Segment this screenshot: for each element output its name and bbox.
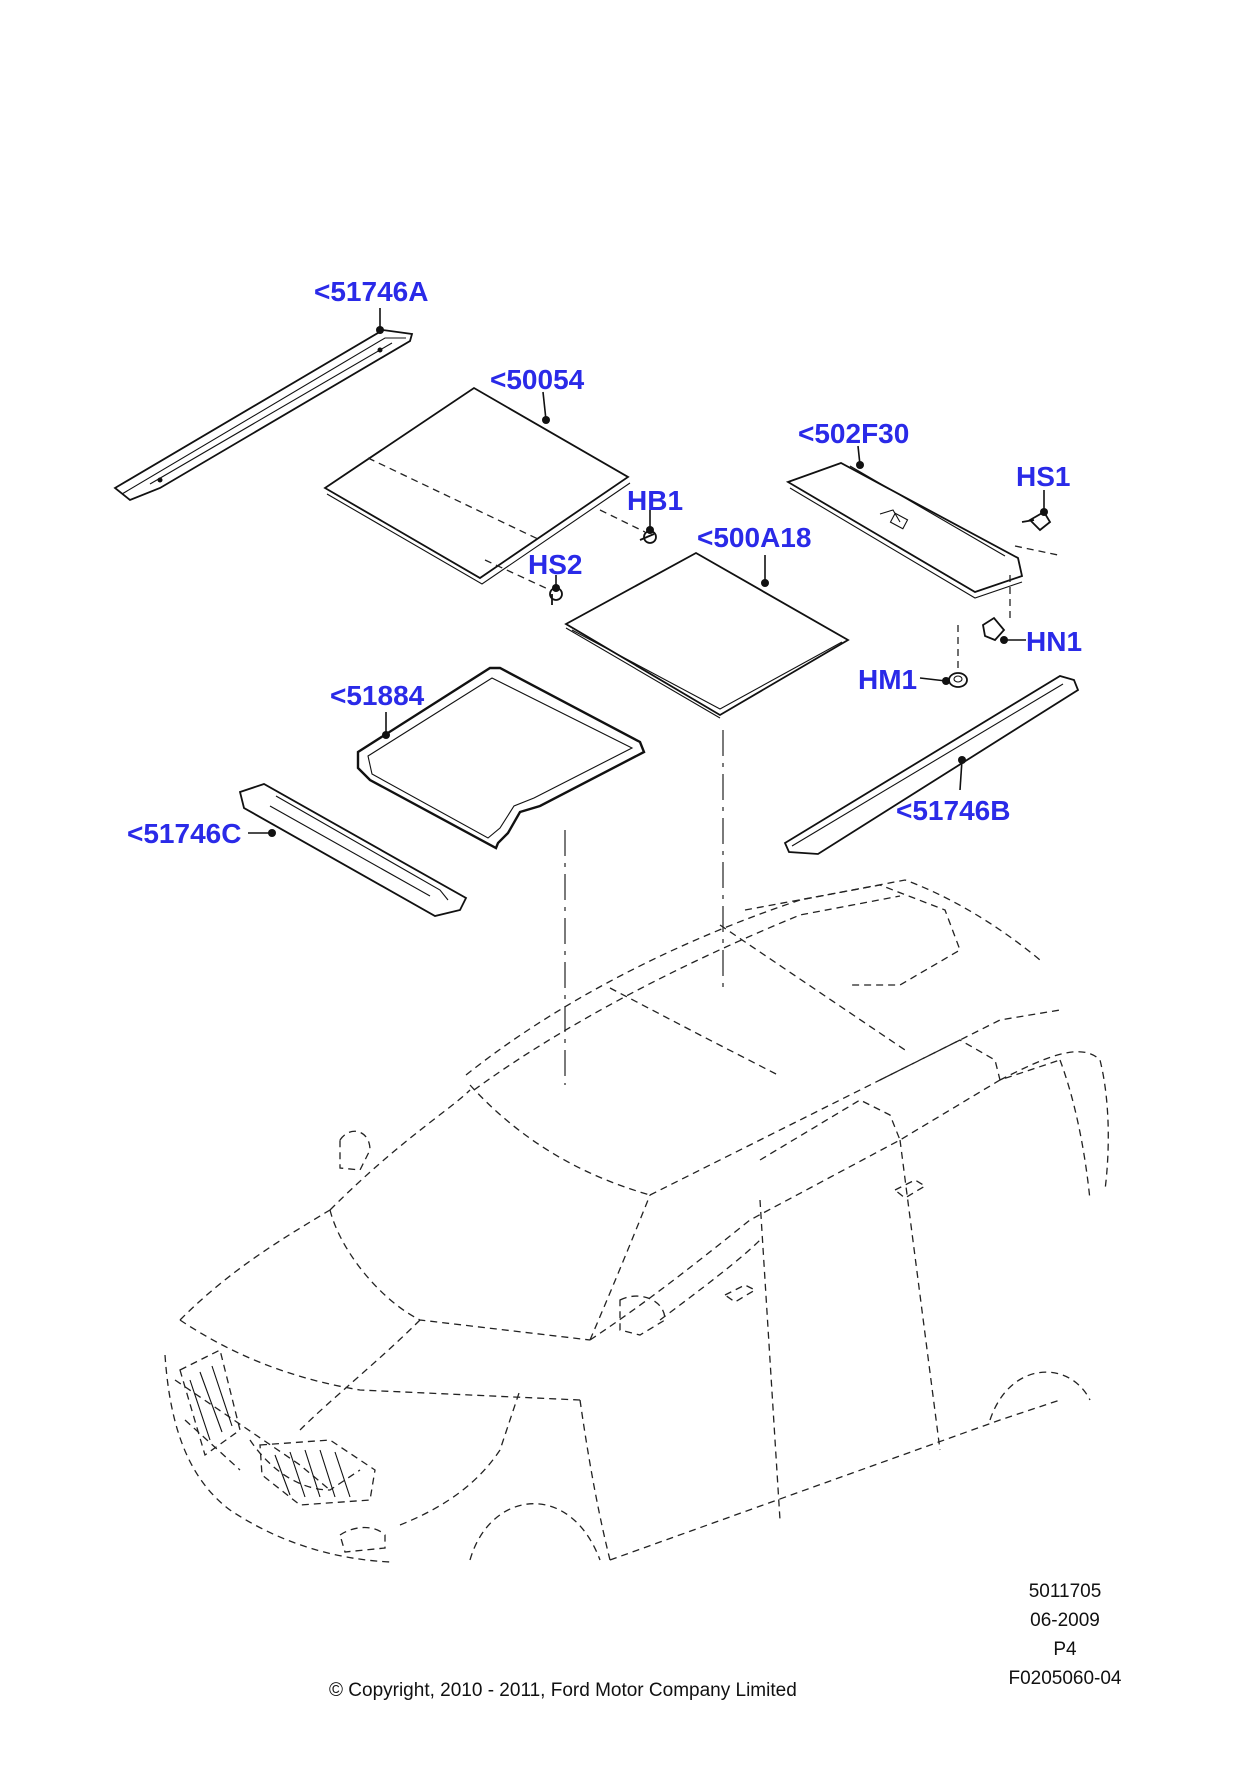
diagram-ref-number: 5011705	[1028, 1581, 1102, 1602]
part-51884-seal-frame	[356, 666, 646, 850]
fastener-HM1	[948, 625, 968, 688]
callout-51746A[interactable]: <51746A	[314, 276, 429, 307]
vehicle-outline	[164, 879, 1109, 1563]
callout-HM1[interactable]: HM1	[858, 664, 918, 695]
part-500A18-glass-panel	[564, 551, 850, 719]
part-50054-sunshade-panel	[323, 386, 631, 585]
callout-51884[interactable]: <51884	[330, 680, 425, 711]
callout-HS2[interactable]: HS2	[528, 549, 583, 580]
diagram-date: 06-2009	[1030, 1610, 1100, 1631]
copyright-notice: © Copyright, 2010 - 2011, Ford Motor Com…	[329, 1680, 797, 1701]
fastener-HB1	[599, 509, 657, 544]
callout-HN1[interactable]: HN1	[1026, 626, 1083, 657]
callout-HS1[interactable]: HS1	[1016, 461, 1071, 492]
callout-502F30[interactable]: <502F30	[798, 418, 910, 449]
fastener-HN1	[982, 575, 1011, 642]
assembly-center-lines	[564, 730, 724, 1085]
part-502F30-cross-member	[785, 462, 1024, 599]
fastener-HS1	[1014, 510, 1059, 556]
callout-500A18[interactable]: <500A18	[697, 522, 812, 553]
leader-lines	[248, 308, 1048, 837]
part-51746C-front-moulding	[238, 783, 468, 917]
diagram-page: P4	[1053, 1639, 1077, 1660]
diagram-figure-id: F0205060-04	[1008, 1668, 1122, 1689]
callout-HB1[interactable]: HB1	[627, 485, 684, 516]
callout-50054[interactable]: <50054	[490, 364, 585, 395]
callout-51746C[interactable]: <51746C	[127, 818, 242, 849]
part-51746B-roof-moulding-right	[783, 675, 1080, 855]
callout-51746B[interactable]: <51746B	[896, 795, 1011, 826]
